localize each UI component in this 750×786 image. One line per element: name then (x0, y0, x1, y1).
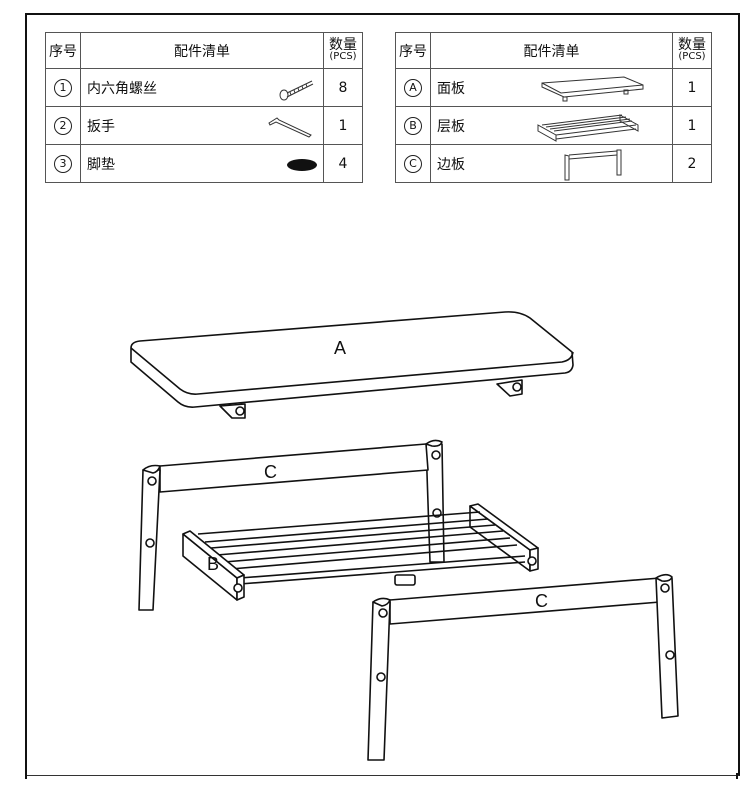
page-frame (25, 13, 740, 776)
row-index: 3 (54, 154, 72, 173)
side-frame-icon (564, 149, 622, 181)
table-row: 3 脚垫 4 (45, 144, 363, 183)
side-frame-c1 (138, 439, 445, 611)
header-name: 配件清单 (80, 32, 324, 69)
table-header: 序号 配件清单 数量(PCS) (395, 32, 712, 69)
part-qty: 8 (323, 68, 363, 107)
part-name: 层板 (437, 118, 465, 135)
part-qty: 1 (672, 68, 712, 107)
header-index: 序号 (45, 32, 81, 69)
row-index: C (404, 154, 422, 173)
table-row: A 面板 1 (395, 68, 712, 107)
label-b: B (207, 554, 219, 574)
table-header: 序号 配件清单 数量(PCS) (45, 32, 363, 69)
header-index: 序号 (395, 32, 431, 69)
part-qty: 2 (672, 144, 712, 183)
frame-edge (25, 773, 27, 779)
table-row: 2 扳手 1 (45, 106, 363, 145)
table-row: B 层板 1 (395, 106, 712, 145)
header-name: 配件清单 (430, 32, 673, 69)
panel-a-bracket (219, 379, 523, 419)
table-row: C 边板 2 (395, 144, 712, 183)
part-name: 面板 (437, 80, 465, 97)
panel-a (130, 311, 574, 408)
hardware-parts-table: 序号 配件清单 数量(PCS) 1 内六角螺丝 8 2 扳手 1 3 脚垫 4 (45, 32, 363, 183)
panel-parts-table: 序号 配件清单 数量(PCS) A 面板 1 B 层板 1 C 边板 2 (395, 32, 712, 183)
shelf-icon (537, 114, 639, 142)
part-name: 内六角螺丝 (87, 80, 157, 97)
side-frame-c2 (367, 573, 679, 761)
part-qty: 1 (323, 106, 363, 145)
label-a: A (334, 338, 346, 358)
row-index: 2 (54, 116, 72, 135)
top-panel-icon (541, 76, 644, 102)
shelf-b (182, 503, 539, 601)
part-qty: 4 (323, 144, 363, 183)
label-c1: C (264, 462, 277, 482)
screw-icon (279, 80, 314, 101)
part-name: 边板 (437, 156, 465, 173)
foot-pad-icon (287, 159, 317, 171)
part-name: 扳手 (87, 118, 115, 135)
hex-wrench-icon (268, 117, 312, 138)
part-qty: 1 (672, 106, 712, 145)
label-c2: C (535, 591, 548, 611)
row-index: B (404, 116, 422, 135)
row-index: A (404, 78, 422, 97)
row-index: 1 (54, 78, 72, 97)
part-name: 脚垫 (87, 156, 115, 173)
shelf-foot (394, 574, 416, 586)
frame-edge (736, 773, 738, 779)
table-row: 1 内六角螺丝 8 (45, 68, 363, 107)
